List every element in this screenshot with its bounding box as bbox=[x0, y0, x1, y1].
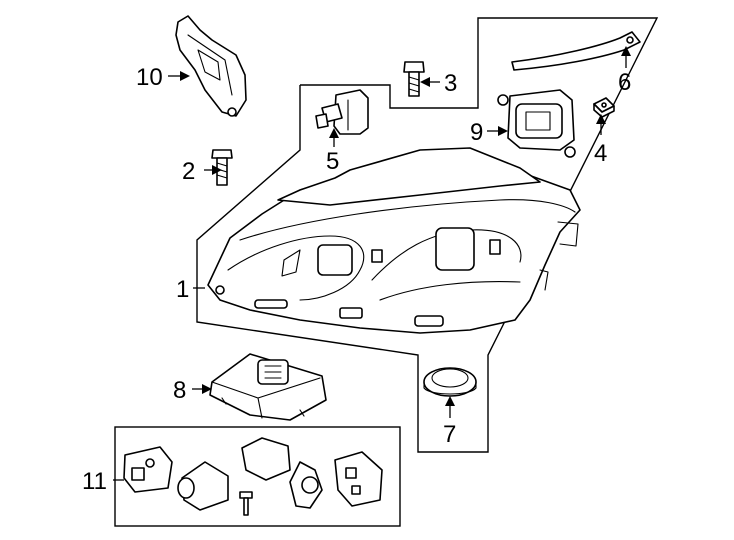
headlamp-assembly-frame bbox=[196, 17, 659, 453]
callout-2: 2 bbox=[182, 158, 195, 185]
bolt-3 bbox=[403, 61, 425, 97]
callout-8: 8 bbox=[173, 377, 186, 404]
control-module-8 bbox=[209, 353, 327, 421]
callout-5: 5 bbox=[326, 148, 339, 175]
callout-9: 9 bbox=[470, 119, 483, 146]
leader-lines bbox=[113, 46, 631, 481]
callout-1: 1 bbox=[176, 276, 189, 303]
bulb-socket-5 bbox=[315, 89, 369, 135]
headlamp-assembly bbox=[207, 147, 581, 334]
bracket-kit-frame bbox=[114, 426, 401, 527]
callout-10: 10 bbox=[136, 64, 163, 91]
clip-nut-4 bbox=[593, 97, 615, 118]
callout-7: 7 bbox=[443, 421, 456, 448]
bolt-2 bbox=[211, 149, 233, 186]
led-module-9 bbox=[497, 89, 576, 158]
dust-cap-7 bbox=[423, 367, 477, 397]
callout-6: 6 bbox=[618, 69, 631, 96]
trim-strip-6 bbox=[511, 31, 641, 71]
callout-11: 11 bbox=[82, 468, 107, 495]
callout-3: 3 bbox=[444, 70, 457, 97]
mounting-bracket-10 bbox=[175, 15, 247, 117]
callout-4: 4 bbox=[594, 140, 607, 167]
bracket-kit-11 bbox=[123, 437, 383, 516]
